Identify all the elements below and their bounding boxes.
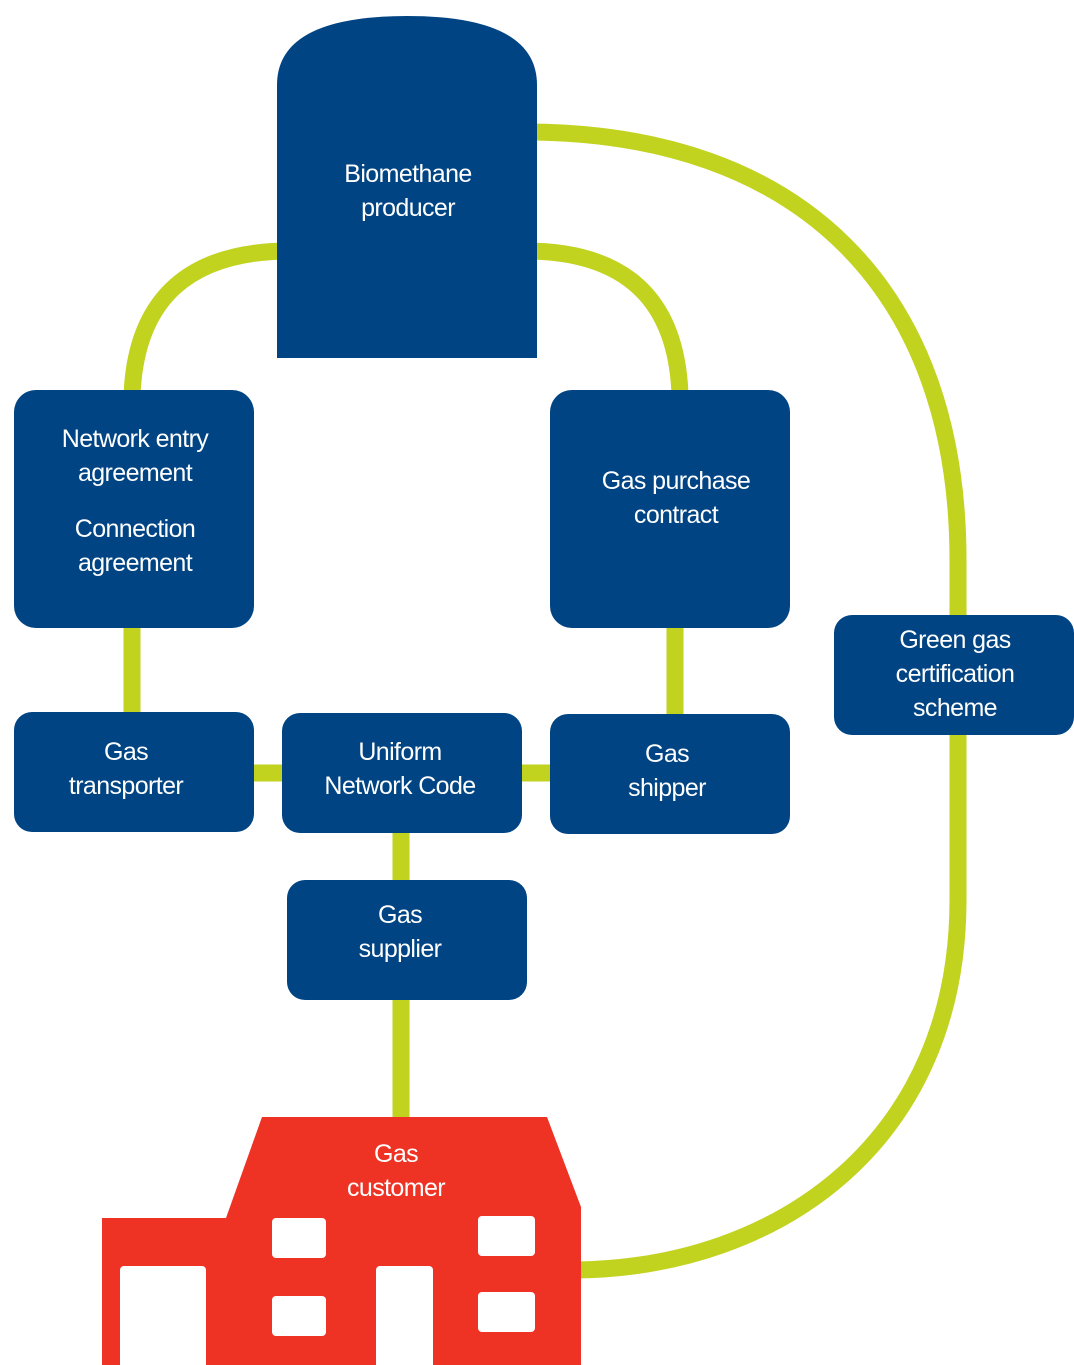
gas-purchase-contract-box [550,390,790,628]
label-line: supplier [359,935,442,963]
label-line: shipper [628,774,706,802]
gas-transporter-label: Gas transporter [69,738,184,800]
connector-producer-to-purchase [524,242,689,396]
connection-agreement-label: Connection agreement [75,515,195,577]
connector-producer-to-entry [123,242,291,396]
uniform-network-code-box [282,713,522,833]
label-line: transporter [69,772,184,800]
window [478,1216,535,1256]
label-line: Gas [374,1140,418,1168]
node-agreements: Network entry agreement Connection agreeme… [14,390,254,628]
gas-supplier-box [287,880,527,1000]
label-line: Gas purchase [602,467,750,495]
gas-shipper-box [550,714,790,834]
label-line: Network Code [324,772,475,800]
window [272,1296,326,1336]
label-line: Connection [75,515,195,543]
label-line: Green gas [899,626,1010,654]
node-gas-transporter: Gas transporter [14,712,254,832]
connector-certification-to-customer [574,725,967,1279]
node-gas-customer: Gas customer [102,1117,581,1365]
biomethane-tank-icon [277,16,537,358]
label-line: agreement [78,459,193,487]
gas-supplier-label: Gas supplier [359,901,442,963]
node-biomethane-producer: Biomethane producer [277,16,537,358]
label-line: Gas [645,740,689,768]
label-line: producer [361,194,455,222]
label-line: customer [347,1174,445,1202]
window [272,1218,326,1258]
door [120,1266,206,1365]
door [376,1266,433,1365]
gas-transporter-box [14,712,254,832]
window [478,1292,535,1332]
label-line: contract [634,501,719,529]
label-line: Gas [104,738,148,766]
network-entry-agreement-label: Network entry agreement [62,425,210,487]
gas-purchase-contract-label: Gas purchase contract [602,467,750,529]
node-gas-shipper: Gas shipper [550,714,790,834]
label-line: agreement [78,549,193,577]
connector-producer-to-certification [524,123,967,625]
gas-customer-label: Gas customer [347,1140,445,1202]
node-green-gas-certification: Green gas certification scheme [834,615,1074,735]
producer-label: Biomethane producer [344,160,471,222]
building-windows [120,1216,535,1365]
connectors [123,123,967,1279]
node-gas-purchase-contract: Gas purchase contract [550,390,790,628]
label-line: certification [896,660,1015,688]
label-line: Network entry [62,425,210,453]
label-line: scheme [913,694,997,722]
label-line: Uniform [358,738,441,766]
agreements-box [14,390,254,628]
green-gas-certification-box [834,615,1074,735]
green-gas-certification-label: Green gas certification scheme [896,626,1015,722]
node-gas-supplier: Gas supplier [287,880,527,1000]
building-icon [102,1117,581,1365]
label-line: Biomethane [344,160,471,188]
label-line: Gas [378,901,422,929]
gas-shipper-label: Gas shipper [628,740,706,802]
